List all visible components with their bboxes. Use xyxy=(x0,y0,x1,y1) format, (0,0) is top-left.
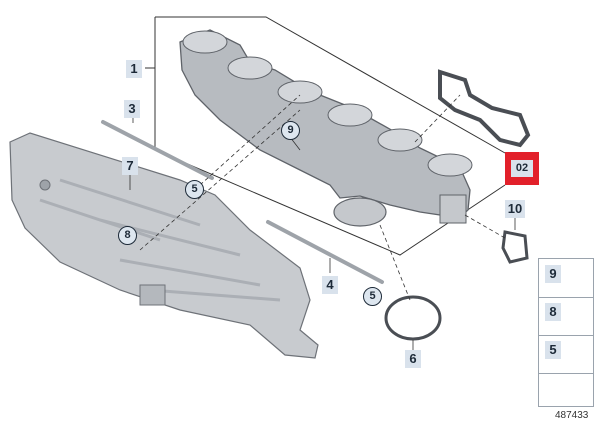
heat-shield-ribs xyxy=(39,178,281,302)
callout-part-4: 4 xyxy=(322,276,338,294)
manifold-outlet xyxy=(333,197,387,227)
fastener-label-5: 5 xyxy=(545,341,561,359)
callout-ref-5a: 5 xyxy=(185,180,204,199)
heat-shield-tab xyxy=(139,284,166,306)
dash-shield-link xyxy=(139,109,301,251)
callout-part-10: 10 xyxy=(505,200,525,218)
callout-ref-8: 8 xyxy=(118,226,137,245)
manifold-flanges xyxy=(182,30,473,177)
highlighted-part-label: 02 xyxy=(511,160,533,177)
part1-bracket xyxy=(155,16,506,154)
dash-gasket-link xyxy=(414,94,461,143)
callout-ref-5b: 5 xyxy=(363,287,382,306)
highlighted-part-2[interactable]: 02 xyxy=(505,152,539,185)
manifold-gasket xyxy=(438,69,531,148)
dash-ring-link xyxy=(379,224,411,301)
fastener-panel: 9 8 5 xyxy=(538,258,594,407)
stud-bar-upper xyxy=(101,120,214,180)
fastener-label-8: 8 xyxy=(545,303,561,321)
callout-ref-9: 9 xyxy=(281,121,300,140)
callout-part-7: 7 xyxy=(122,157,138,175)
heat-shield-hole xyxy=(39,179,51,191)
document-number: 487433 xyxy=(555,410,589,421)
callout-part-1: 1 xyxy=(126,60,142,78)
dash-shield-link-2 xyxy=(199,94,301,186)
small-gasket xyxy=(501,230,529,264)
fastener-cell-5: 5 xyxy=(539,335,593,374)
heat-shield xyxy=(9,132,319,359)
fastener-cell-8: 8 xyxy=(539,297,593,336)
callout-part-6: 6 xyxy=(405,350,421,368)
fastener-cell-9: 9 xyxy=(539,259,593,298)
manifold-side-flange xyxy=(439,194,467,224)
exhaust-manifold xyxy=(179,29,471,223)
stud-bar-lower xyxy=(266,220,384,284)
callout-part-3: 3 xyxy=(124,100,140,118)
fastener-label-9: 9 xyxy=(545,265,561,283)
ring-gasket xyxy=(384,295,442,341)
dash-small-gasket-link xyxy=(464,214,506,239)
